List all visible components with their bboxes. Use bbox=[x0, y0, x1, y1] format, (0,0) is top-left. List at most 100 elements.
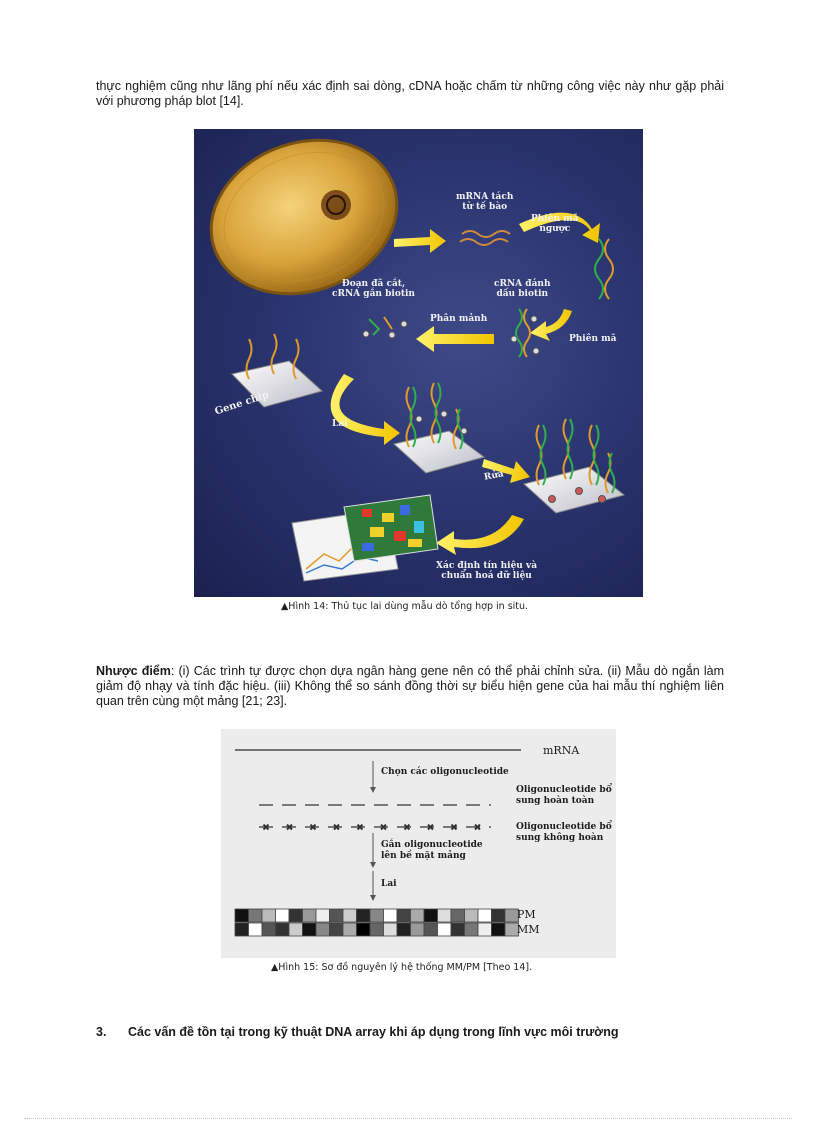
figure-14-illustration: mRNA tách từ tế bào Phiên mã ngược cRNA … bbox=[194, 129, 643, 597]
nhuoc-diem-paragraph: Nhược điểm: (i) Các trình tự được chọn d… bbox=[96, 664, 724, 709]
mm-cell bbox=[329, 922, 344, 937]
mismatch-cross: ✕ bbox=[310, 823, 317, 832]
section-3-heading: 3. Các vấn đề tồn tại trong kỹ thuật DNA … bbox=[96, 1025, 618, 1039]
pm-cell bbox=[450, 908, 465, 923]
mm-cell bbox=[234, 922, 249, 937]
mismatch-cross: ✕ bbox=[404, 823, 411, 832]
pm-cell bbox=[504, 908, 519, 923]
pm-cell bbox=[356, 908, 371, 923]
pm-cell bbox=[437, 908, 452, 923]
mm-cell bbox=[275, 922, 290, 937]
mm-cell bbox=[342, 922, 357, 937]
washed-probes bbox=[535, 418, 616, 503]
pm-cell bbox=[342, 908, 357, 923]
nhuoc-diem-label: Nhược điểm bbox=[96, 664, 171, 678]
mismatch-dashes: ✕✕✕✕✕✕✕✕✕✕ bbox=[259, 822, 491, 833]
mismatch-cross: ✕ bbox=[474, 823, 481, 832]
section-number: 3. bbox=[96, 1025, 107, 1039]
pm-cell bbox=[477, 908, 492, 923]
label-xac-dinh: Xác định tín hiệu và chuẩn hoá dữ liệu bbox=[436, 561, 538, 581]
washed-chip bbox=[522, 466, 626, 514]
label-chon: Chọn các oligonucleotide bbox=[381, 767, 509, 777]
label-gan: Gắn oligonucleotide lên bề mặt mảng bbox=[381, 840, 483, 861]
arrow-down-1 bbox=[370, 787, 376, 793]
label-pm: PM bbox=[517, 908, 536, 921]
figure-15-diagram: ✕✕✕✕✕✕✕✕✕✕ mRNA Chọn các oligonucleotide… bbox=[221, 729, 616, 958]
mm-cell bbox=[396, 922, 411, 937]
analysis-output bbox=[291, 494, 439, 582]
figure-15-drawing: ✕✕✕✕✕✕✕✕✕✕ bbox=[234, 749, 521, 937]
mm-cell bbox=[248, 922, 263, 937]
mismatch-cross: ✕ bbox=[286, 823, 293, 832]
hybrid-probes bbox=[405, 382, 468, 450]
figure-14-caption: ▲Hình 14: Thủ tục lai dùng mẫu dò tổng h… bbox=[281, 601, 529, 612]
nucleus bbox=[321, 190, 351, 220]
pm-cell bbox=[423, 908, 438, 923]
cdna-helix bbox=[594, 238, 614, 300]
pm-cell bbox=[315, 908, 330, 923]
mm-cell bbox=[504, 922, 519, 937]
label-mrna: mRNA bbox=[543, 744, 580, 757]
label-mrna-tach: mRNA tách từ tế bào bbox=[456, 192, 514, 212]
pm-cell bbox=[464, 908, 479, 923]
arrow-down-2 bbox=[370, 862, 376, 868]
label-bo-sung-hoan-toan: Oligonucleotide bổ sung hoàn toàn bbox=[516, 785, 612, 806]
probes-left bbox=[245, 333, 300, 380]
mrna-strands bbox=[461, 230, 511, 238]
pm-cell bbox=[329, 908, 344, 923]
fragments bbox=[362, 316, 408, 339]
mm-cell bbox=[423, 922, 438, 937]
pm-cell bbox=[369, 908, 384, 923]
mismatch-cross: ✕ bbox=[427, 823, 434, 832]
label-doan-da-cat: Đoạn đã cắt, cRNA gắn biotin bbox=[332, 279, 415, 299]
arrow-7 bbox=[436, 515, 524, 555]
label-crna-danh-dau: cRNA đánh dấu biotin bbox=[494, 279, 551, 299]
label-phan-manh: Phân mảnh bbox=[430, 314, 488, 324]
mm-cell bbox=[369, 922, 384, 937]
figure-15-caption: ▲Hình 15: Sơ đồ nguyên lý hệ thống MM/PM… bbox=[271, 962, 533, 973]
nhuoc-diem-text: : (i) Các trình tự được chọn dựa ngân hà… bbox=[96, 664, 725, 708]
gene-chip-left bbox=[231, 360, 324, 408]
pm-cell bbox=[302, 908, 317, 923]
pm-cell bbox=[396, 908, 411, 923]
cell-image bbox=[209, 138, 399, 296]
label-phien-ma-nguoc: Phiên mã ngược bbox=[531, 214, 579, 234]
figure-14-drawing bbox=[209, 138, 626, 582]
mm-cell bbox=[491, 922, 506, 937]
crna-biotin bbox=[510, 308, 540, 358]
mm-cell bbox=[383, 922, 398, 937]
mm-cell bbox=[302, 922, 317, 937]
pm-cell bbox=[383, 908, 398, 923]
arrow-4 bbox=[416, 326, 494, 352]
label-mm: MM bbox=[517, 923, 540, 936]
intro-paragraph: thực nghiệm cũng như lãng phí nếu xác đị… bbox=[96, 79, 724, 108]
mm-cell bbox=[288, 922, 303, 937]
label-bo-sung-khong-hoan: Oligonucleotide bổ sung không hoàn bbox=[516, 822, 612, 843]
pm-cell bbox=[288, 908, 303, 923]
arrow-6 bbox=[482, 459, 530, 483]
section-title: Các vấn đề tồn tại trong kỹ thuật DNA ar… bbox=[128, 1025, 619, 1039]
mismatch-cross: ✕ bbox=[263, 823, 270, 832]
mismatch-cross: ✕ bbox=[333, 823, 340, 832]
arrow-2 bbox=[519, 212, 600, 243]
mm-cell bbox=[356, 922, 371, 937]
arrow-3 bbox=[530, 309, 572, 341]
pm-cell bbox=[261, 908, 276, 923]
mm-cell bbox=[315, 922, 330, 937]
page-footer-line bbox=[24, 1118, 792, 1119]
mismatch-cross: ✕ bbox=[380, 823, 387, 832]
arrow-5 bbox=[330, 374, 400, 445]
mm-cell bbox=[261, 922, 276, 937]
mismatch-cross: ✕ bbox=[357, 823, 364, 832]
label-lai-15: Lai bbox=[381, 879, 397, 889]
pm-cell bbox=[275, 908, 290, 923]
label-phien-ma: Phiên mã bbox=[569, 334, 617, 344]
arrow-1 bbox=[394, 229, 446, 253]
pm-cell bbox=[234, 908, 249, 923]
pm-mm-grid bbox=[234, 908, 519, 937]
pm-cell bbox=[248, 908, 263, 923]
mm-cell bbox=[450, 922, 465, 937]
mm-cell bbox=[464, 922, 479, 937]
arrow-down-3 bbox=[370, 895, 376, 901]
pm-cell bbox=[491, 908, 506, 923]
